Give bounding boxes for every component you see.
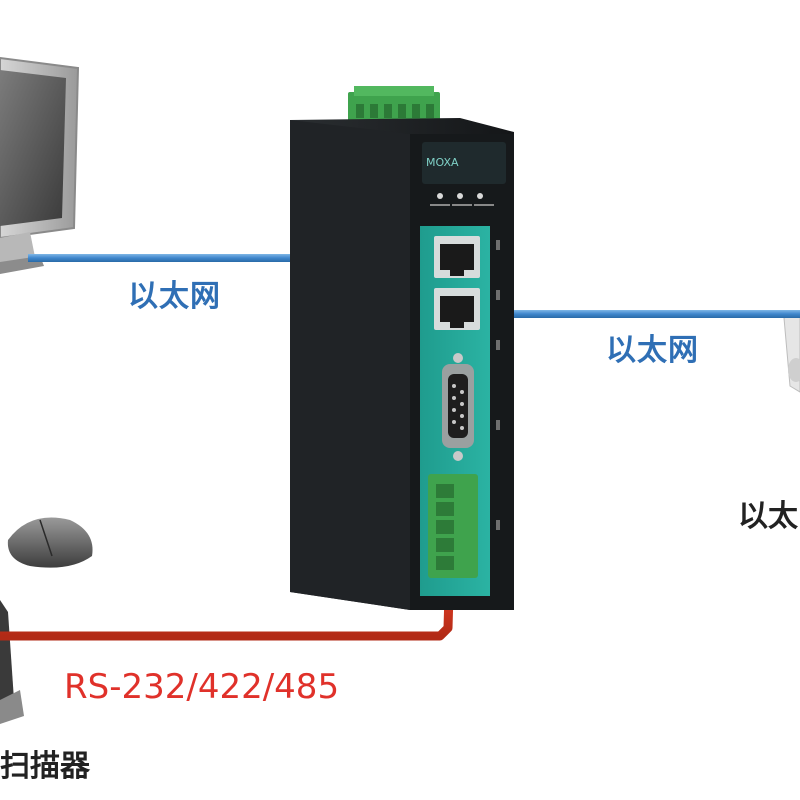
ethernet-cable-left [28, 254, 464, 262]
ethernet-port-1 [434, 236, 480, 278]
ethernet-cable-right [454, 310, 800, 318]
ethernet-device-label-partial: 以太 [738, 499, 798, 534]
status-leds [430, 193, 494, 206]
ethernet-port-2 [434, 288, 480, 330]
computer-monitor [0, 56, 80, 274]
db9-serial-port [442, 353, 474, 461]
ethernet-device-right [783, 311, 800, 393]
computer-mouse [7, 517, 93, 568]
serial-terminal-block [428, 474, 478, 578]
brand-label: MOXA [426, 156, 459, 169]
barcode-scanner [0, 600, 24, 724]
ethernet-label-left: 以太网 [128, 279, 221, 314]
serial-device-server: MOXA [290, 86, 514, 610]
ethernet-label-right: 以太网 [606, 333, 699, 368]
barcode-scanner-label-partial: 扫描器 [0, 749, 90, 784]
serial-protocols-label: RS-232/422/485 [64, 667, 340, 707]
